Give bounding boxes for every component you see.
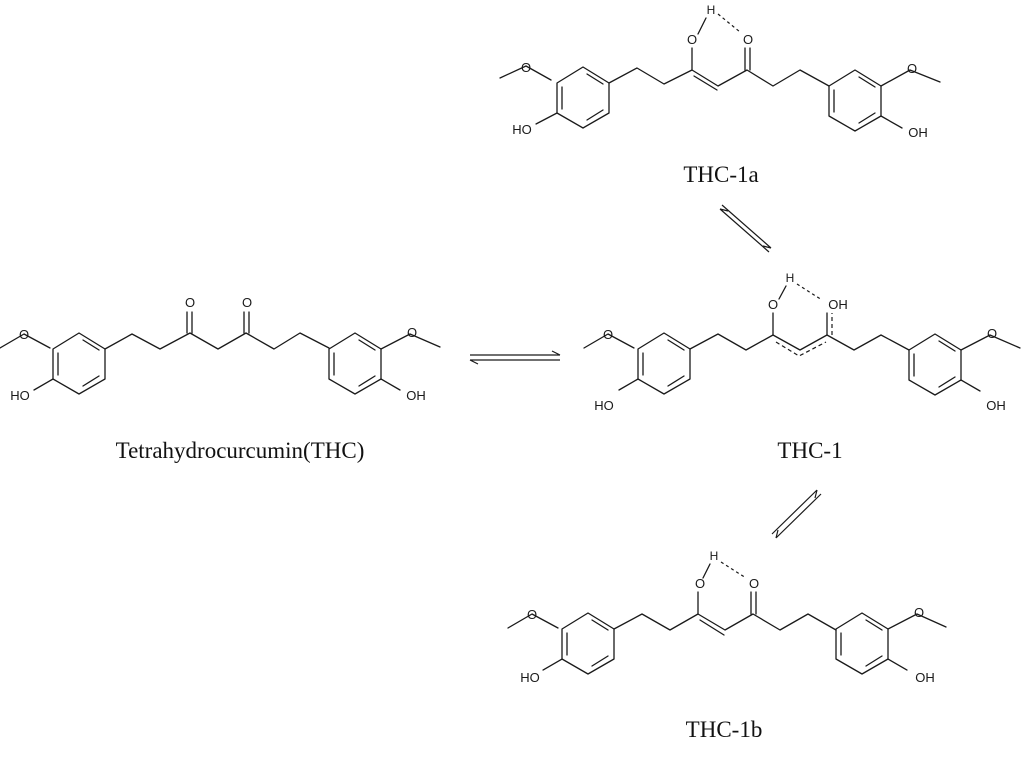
atom-oh: OH	[986, 398, 1006, 413]
atom-h: H	[710, 549, 719, 563]
atom-h: H	[707, 3, 716, 17]
structure-thc-1a: O HO O O H O OH	[499, 3, 941, 140]
atom-o: O	[185, 295, 195, 310]
atom-o: O	[242, 295, 252, 310]
structure-thc-1b: O HO O O H O OH	[507, 549, 947, 685]
label-thc-1a: THC-1a	[683, 162, 758, 187]
atom-o: O	[603, 327, 613, 342]
atom-o: O	[687, 32, 697, 47]
atom-o: O	[19, 327, 29, 342]
atom-ho: HO	[512, 122, 532, 137]
atom-oh: OH	[908, 125, 928, 140]
atom-o: O	[695, 576, 705, 591]
equilibrium-arrow	[771, 489, 822, 539]
atom-h: H	[786, 271, 795, 285]
atom-o: O	[987, 326, 997, 341]
equilibrium-arrow	[719, 204, 772, 253]
atom-o: O	[407, 325, 417, 340]
atom-ho: HO	[10, 388, 30, 403]
atom-o: O	[527, 607, 537, 622]
label-thc: Tetrahydrocurcumin(THC)	[116, 438, 365, 463]
label-thc-1b: THC-1b	[686, 717, 763, 742]
atom-oh: OH	[406, 388, 426, 403]
atom-o: O	[907, 61, 917, 76]
atom-o: O	[743, 32, 753, 47]
atom-o: O	[521, 60, 531, 75]
atom-oh: OH	[828, 297, 848, 312]
atom-oh: OH	[915, 670, 935, 685]
atom-ho: HO	[520, 670, 540, 685]
atom-o: O	[914, 605, 924, 620]
label-thc-1: THC-1	[777, 438, 842, 463]
structure-thc-1: O HO O OH H O OH	[583, 271, 1021, 413]
atom-o: O	[749, 576, 759, 591]
atom-o: O	[768, 297, 778, 312]
atom-ho: HO	[594, 398, 614, 413]
structure-thc: O HO O O O OH	[0, 295, 441, 403]
equilibrium-arrow	[469, 350, 561, 365]
